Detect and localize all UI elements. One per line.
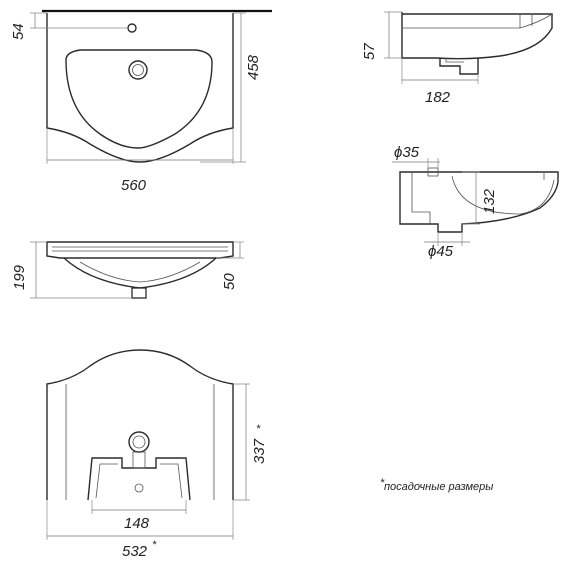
front-view-drain bbox=[131, 287, 147, 299]
drain-outer bbox=[128, 60, 148, 80]
dim-132: 132 bbox=[481, 188, 498, 214]
section-outline bbox=[399, 171, 559, 233]
dim-560: 560 bbox=[121, 177, 147, 194]
dim-532: 532 bbox=[122, 543, 148, 560]
front-view-bowl bbox=[63, 257, 217, 289]
dim-57: 57 bbox=[361, 43, 378, 60]
dim-50: 50 bbox=[221, 273, 238, 290]
note: * посадочные размеры bbox=[380, 477, 493, 493]
side-view: 57 182 bbox=[361, 11, 553, 106]
drain-inner bbox=[132, 64, 144, 76]
dim-337-asterisk: * bbox=[256, 423, 261, 435]
dim-148: 148 bbox=[124, 515, 150, 532]
dim-458: 458 bbox=[245, 54, 262, 80]
side-view-outline bbox=[401, 12, 553, 60]
dim-182: 182 bbox=[425, 89, 451, 106]
top-view-bowl bbox=[65, 49, 213, 149]
dim-54: 54 bbox=[10, 23, 27, 40]
note-mark: * bbox=[380, 477, 385, 489]
dim-phi45: ϕ45 bbox=[428, 243, 454, 260]
dim-337: 337 bbox=[251, 438, 268, 464]
cutout-drain-inner bbox=[132, 435, 146, 449]
front-view-rim bbox=[46, 241, 234, 259]
section-view: ϕ35 132 ϕ45 bbox=[392, 144, 559, 260]
top-view: 54 458 560 bbox=[10, 9, 272, 194]
dim-532-asterisk: * bbox=[152, 539, 157, 551]
cutout-outline bbox=[46, 349, 234, 500]
dim-199: 199 bbox=[11, 264, 28, 290]
cutout-view: 337 * 148 532 * bbox=[46, 349, 268, 560]
cutout-drain-outer bbox=[128, 431, 150, 453]
cutout-overflow-hole bbox=[134, 483, 144, 493]
side-view-drain bbox=[439, 58, 479, 75]
faucet-hole bbox=[127, 23, 137, 33]
dim-phi35: ϕ35 bbox=[394, 144, 420, 161]
front-view: 199 50 bbox=[11, 241, 244, 299]
top-view-outline bbox=[46, 13, 234, 163]
note-text: посадочные размеры bbox=[384, 481, 493, 493]
